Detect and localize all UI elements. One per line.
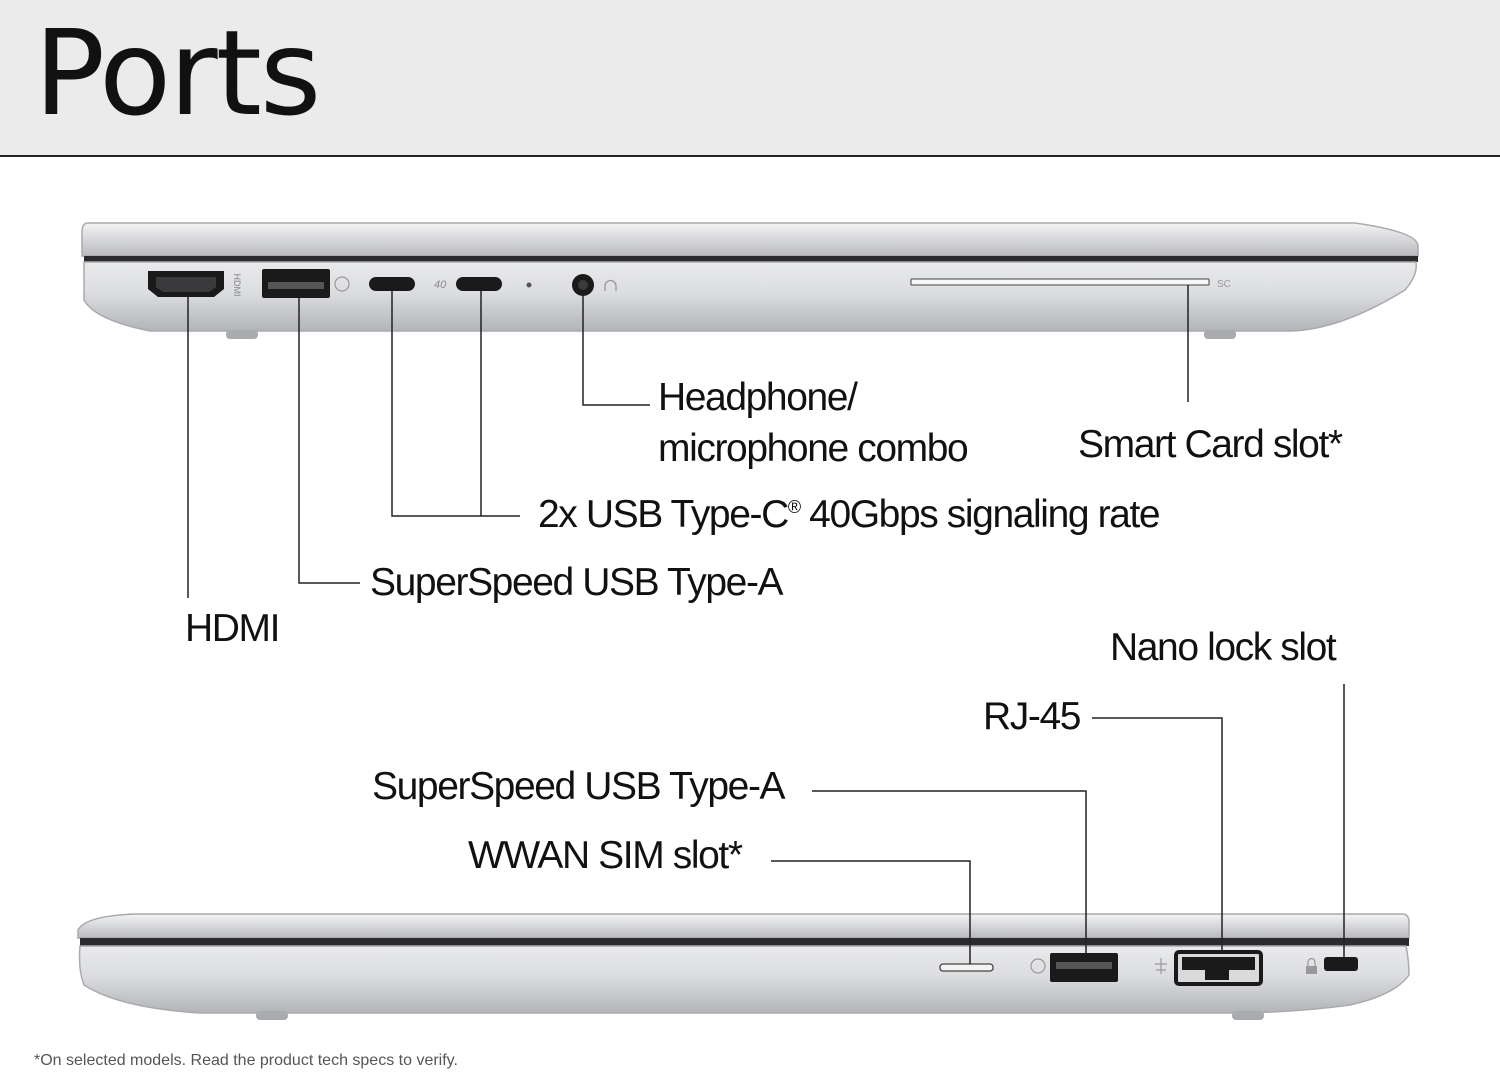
headphone-leader — [582, 296, 650, 406]
nano-lock-slot — [1324, 957, 1358, 971]
laptop-right-side — [77, 913, 1410, 1020]
nano-lock-label: Nano lock slot — [1110, 626, 1337, 669]
lid — [77, 913, 1410, 939]
superspeed-icon-right — [1030, 958, 1046, 974]
page-title: Ports — [34, 4, 321, 142]
wwan-sim-label: WWAN SIM slot* — [468, 834, 743, 877]
sc-engraving: SC — [1217, 279, 1231, 290]
usb-a-leader-right — [812, 790, 1087, 953]
hinge-gap — [80, 938, 1409, 946]
hinge-gap — [84, 256, 1418, 262]
wwan-sim-slot — [939, 963, 994, 972]
leader-lines-right-side — [771, 684, 1345, 964]
usb-a-label-right: SuperSpeed USB Type-A — [372, 765, 786, 808]
foot-right — [1204, 330, 1236, 339]
usb-c-label-suffix: 40Gbps signaling rate — [799, 493, 1160, 536]
usb-c-port-2 — [456, 277, 502, 291]
usb-c-label: 2x USB Type-C® 40Gbps signaling rate — [538, 491, 1161, 539]
network-icon — [1155, 958, 1167, 974]
usb-c-40-engraving: 40 — [434, 279, 447, 291]
laptop-left-side: HDMI 40 SC — [81, 222, 1419, 339]
footnote: *On selected models. Read the product te… — [34, 1052, 458, 1069]
foot-left — [226, 330, 258, 339]
hdmi-label: HDMI — [185, 607, 280, 650]
headphone-combo-label: Headphone/ microphone combo — [658, 376, 969, 470]
usb-c-label-main: 2x USB Type-C — [538, 493, 789, 536]
lock-icon — [1307, 957, 1316, 968]
foot-right — [1232, 1011, 1264, 1020]
usb-a-leader-left — [298, 298, 360, 584]
superspeed-icon-left — [334, 276, 350, 292]
smart-card-label: Smart Card slot* — [1078, 423, 1343, 466]
headphone-icon — [604, 279, 617, 291]
hdmi-engraving: HDMI — [232, 274, 242, 297]
lid — [81, 222, 1419, 257]
rj45-leader — [1092, 717, 1223, 952]
led-indicator — [526, 282, 532, 288]
foot-left — [256, 1011, 288, 1020]
header-banner: Ports — [0, 0, 1500, 157]
usb-a-label-left: SuperSpeed USB Type-A — [370, 561, 784, 604]
wwan-leader — [771, 860, 971, 964]
usb-c-leader-1 — [391, 291, 520, 517]
registered-mark: ® — [787, 497, 801, 517]
rj45-label: RJ-45 — [983, 695, 1081, 738]
smart-card-slot — [910, 278, 1210, 286]
leader-lines-left-side — [187, 285, 1189, 598]
usb-c-port-1 — [369, 277, 415, 291]
